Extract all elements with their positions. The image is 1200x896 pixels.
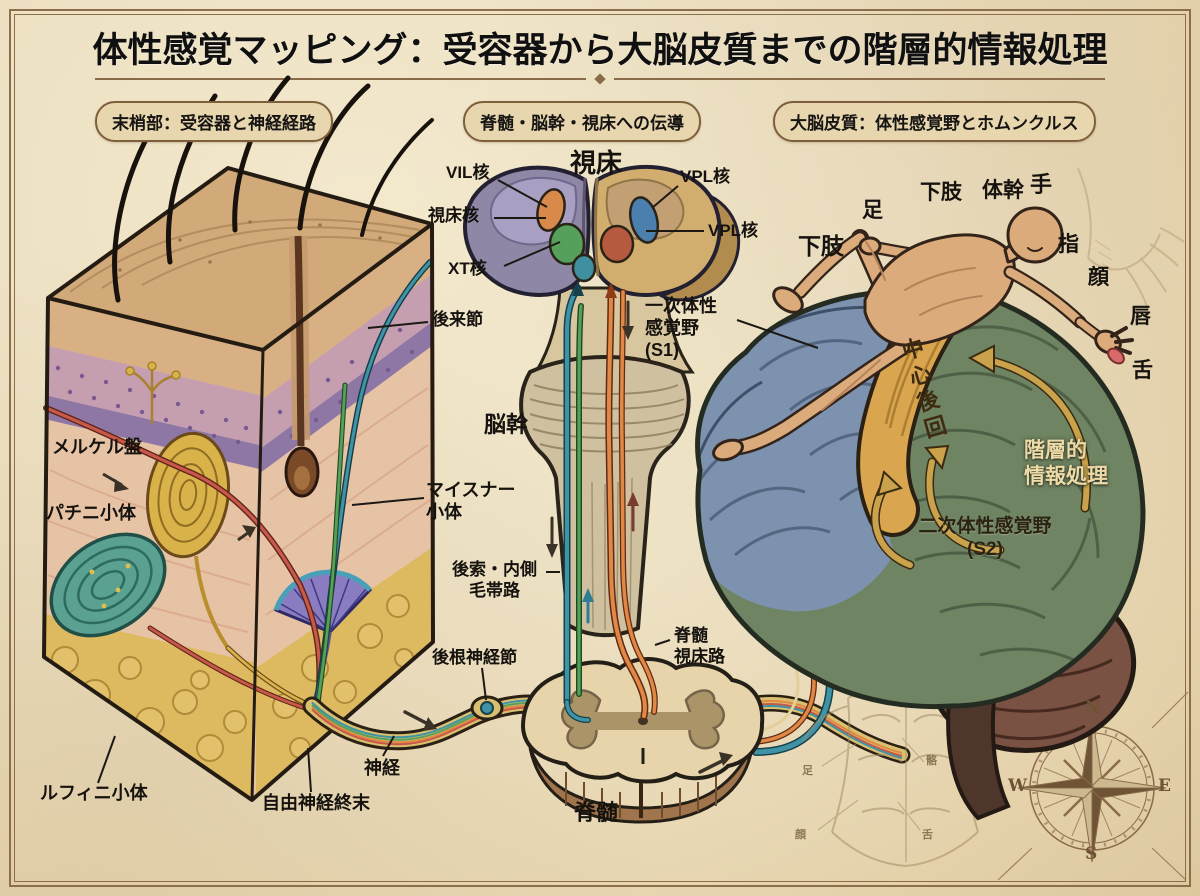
label-hierarchical-processing: 階層的 情報処理 <box>1024 439 1108 488</box>
label-dorsal-root-ganglion: 後根神経節 <box>432 648 517 667</box>
sketch-label-foot: 足 <box>802 765 813 777</box>
label-homunculus-face: 顔 <box>1088 266 1109 289</box>
section-header-cortex: 大脳皮質：体性感覚野とホムンクルス <box>773 101 1096 142</box>
label-vpl-nucleus-2: VPL核 <box>708 221 759 240</box>
hand-sketch <box>1077 167 1185 311</box>
label-homunculus-finger: 指 <box>1058 233 1079 256</box>
label-homunculus-lower-limb: 下肢 <box>920 181 962 204</box>
label-ruffini-corpuscle: ルフィニ小体 <box>40 783 148 803</box>
label-free-nerve-ending: 自由神経終末 <box>262 793 370 813</box>
label-homunculus-tongue: 舌 <box>1132 359 1153 382</box>
pointer-lines <box>97 179 819 793</box>
label-dcml-pathway: 後索・内側 毛帯路 <box>452 560 537 600</box>
label-homunculus-lips: 唇 <box>1130 305 1151 328</box>
ascending-tracts <box>403 281 733 774</box>
label-primary-somatosensory-cortex: 一次体性 感覚野 (S1) <box>645 296 717 360</box>
label-homunculus-foot: 足 <box>862 199 883 222</box>
label-homunculus-hand: 手 <box>1030 172 1053 197</box>
ruffini-receptor <box>49 532 167 638</box>
sketch-label-pelvis: 骼 <box>926 755 937 767</box>
label-thalamus: 視床 <box>570 148 623 178</box>
homunculus-figure <box>712 206 1134 462</box>
sketch-label-face: 顔 <box>795 829 806 841</box>
spinal-cord-section <box>520 657 765 824</box>
label-xt-nucleus: XT核 <box>448 259 487 278</box>
thalamus-brainstem <box>463 164 741 638</box>
compass-east: E <box>1158 776 1171 796</box>
label-secondary-somatosensory-cortex: 二次体性感覚野 (S2) <box>918 516 1052 561</box>
label-nerve: 神経 <box>364 758 400 778</box>
section-header-conduction: 脊髄・脳幹・視床への伝導 <box>463 101 701 142</box>
label-homunculus-lower-limb-left: 下肢 <box>798 233 844 259</box>
hierarchy-arrows <box>870 344 1091 570</box>
label-merkel-disc: メルケル盤 <box>52 437 142 457</box>
label-spinal-cord: 脊髄 <box>574 800 619 825</box>
compass-west: W <box>1008 776 1028 796</box>
title-divider <box>95 73 1105 85</box>
label-pacinian-corpuscle: パチニ小体 <box>46 503 136 523</box>
label-vpl-nucleus-1: VPL核 <box>680 167 731 186</box>
brainstem-of-brain <box>946 681 1011 821</box>
label-spinothalamic-tract: 脊髄 視床路 <box>674 626 725 666</box>
section-header-peripheral: 末梢部：受容器と神経経路 <box>95 101 333 142</box>
label-thalamic-nucleus: 視床核 <box>428 206 479 225</box>
sketch-label-tongue: 舌 <box>922 829 933 841</box>
label-dermal-node: 後来節 <box>432 310 483 329</box>
label-meissner-corpuscle: マイスナー 小体 <box>426 480 516 522</box>
label-brainstem: 脳幹 <box>484 412 529 437</box>
label-homunculus-trunk: 体幹 <box>982 179 1024 202</box>
compass-south: S <box>1085 844 1098 864</box>
page-title: 体性感覚マッピング：受容器から大脳皮質までの階層的情報処理 <box>92 31 1108 70</box>
compass-north: N <box>1085 698 1101 718</box>
label-vil-nucleus: VIL核 <box>446 163 490 182</box>
